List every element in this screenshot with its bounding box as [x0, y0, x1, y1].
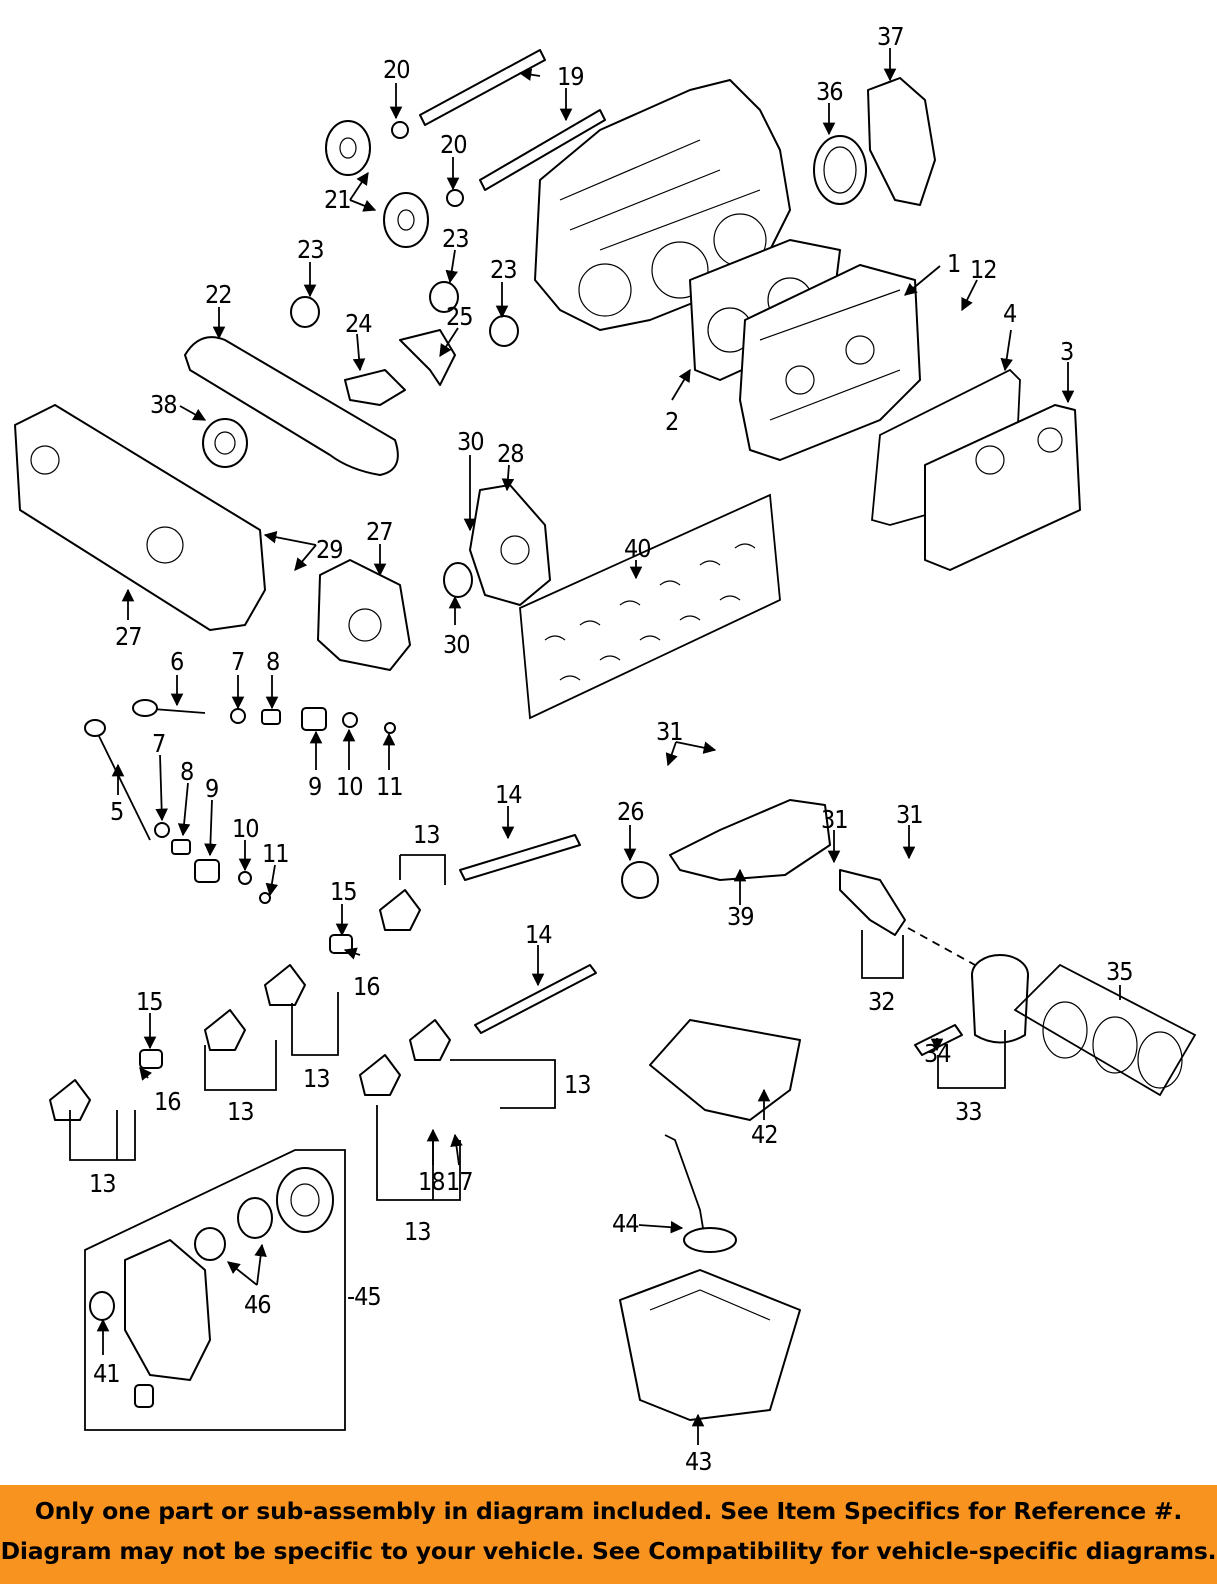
callout-31a: 31 — [656, 717, 683, 746]
cylinder-head — [739, 264, 921, 461]
rocker-arms — [49, 889, 451, 1121]
oil-pickup-44 — [664, 1134, 737, 1253]
callout-13e: 13 — [564, 1070, 591, 1099]
callout-13f: 13 — [404, 1217, 431, 1246]
callout-labels: 1 2 3 4 5 6 7 7 8 8 9 9 10 10 11 11 12 1… — [89, 22, 1134, 1476]
callout-30a: 30 — [457, 427, 484, 456]
callout-24: 24 — [345, 309, 372, 338]
disclaimer-line-1: Only one part or sub-assembly in diagram… — [34, 1497, 1183, 1525]
callout-10a: 10 — [336, 772, 363, 801]
callout-15b: 15 — [136, 987, 163, 1016]
callout-13d: 13 — [89, 1169, 116, 1198]
callout-6: 6 — [170, 647, 183, 676]
callout-2: 2 — [665, 407, 678, 436]
callout-37: 37 — [877, 22, 904, 51]
valve-cover — [924, 404, 1081, 571]
callout-1: 1 — [947, 249, 960, 278]
callout-46: 46 — [244, 1290, 271, 1319]
callout-31c: 31 — [896, 800, 923, 829]
callout-17: 17 — [446, 1167, 473, 1196]
callout-39: 39 — [727, 902, 754, 931]
callout-4: 4 — [1003, 299, 1017, 328]
callout-13c: 13 — [227, 1097, 254, 1126]
callout-19: 19 — [557, 62, 584, 91]
callout-9b: 9 — [205, 774, 218, 803]
callout-43: 43 — [685, 1447, 712, 1476]
callout-16b: 16 — [154, 1087, 181, 1116]
callout-22: 22 — [205, 280, 232, 309]
callout-27b: 27 — [366, 517, 393, 546]
ring-box-35 — [1013, 963, 1197, 1097]
callout-14a: 14 — [495, 780, 522, 809]
callout-40: 40 — [624, 534, 651, 563]
callout-18: 18 — [418, 1167, 445, 1196]
callout-5: 5 — [110, 797, 123, 826]
callout-42: 42 — [751, 1120, 778, 1149]
front-timing-cover — [14, 404, 266, 631]
callout-41: 41 — [93, 1359, 120, 1388]
callout-20b: 20 — [440, 130, 467, 159]
callout-9a: 9 — [308, 772, 321, 801]
crank-sprocket-38 — [202, 418, 248, 468]
callout-23a: 23 — [297, 235, 324, 264]
callout-30b: 30 — [443, 630, 470, 659]
oil-pump-box-45 — [84, 1149, 346, 1431]
callout-15a: 15 — [330, 877, 357, 906]
callout-8b: 8 — [180, 757, 193, 786]
rocker-shafts — [459, 834, 597, 1034]
oil-pan-43 — [619, 1269, 801, 1421]
callout-7a: 7 — [231, 647, 244, 676]
callout-12: 12 — [970, 255, 997, 284]
callout-13b: 13 — [303, 1064, 330, 1093]
bearing-box-40 — [519, 493, 781, 720]
callout-10b: 10 — [232, 814, 259, 843]
callout-31b: 31 — [821, 805, 848, 834]
disclaimer-line-2: Diagram may not be specific to your vehi… — [0, 1537, 1217, 1565]
callout-11a: 11 — [376, 772, 403, 801]
callout-27a: 27 — [115, 622, 142, 651]
piston-33 — [914, 954, 1029, 1056]
idlers — [290, 281, 519, 347]
callout-45: -45 — [347, 1282, 381, 1311]
cover-27-small — [317, 559, 411, 671]
callout-26: 26 — [617, 797, 644, 826]
callout-8a: 8 — [266, 647, 279, 676]
callout-44: 44 — [612, 1209, 639, 1238]
callout-38: 38 — [150, 390, 177, 419]
rear-timing-cover — [867, 77, 936, 206]
callout-34: 34 — [924, 1039, 951, 1068]
callout-21: 21 — [324, 185, 351, 214]
callout-23b: 23 — [442, 224, 469, 253]
callout-3: 3 — [1060, 337, 1073, 366]
parts-diagram: 1 2 3 4 5 6 7 7 8 8 9 9 10 10 11 11 12 1… — [14, 22, 1197, 1476]
callout-36: 36 — [816, 77, 843, 106]
callout-20a: 20 — [383, 55, 410, 84]
crankshaft-39 — [621, 799, 831, 899]
callout-25: 25 — [446, 302, 473, 331]
valve-small-parts — [154, 707, 396, 904]
callout-11b: 11 — [262, 839, 289, 868]
disclaimer-banner: Only one part or sub-assembly in diagram… — [0, 1485, 1217, 1584]
con-rod — [839, 869, 906, 936]
callout-33: 33 — [955, 1097, 982, 1126]
leader-lines — [69, 48, 1121, 1445]
callout-16a: 16 — [353, 972, 380, 1001]
callout-29: 29 — [316, 535, 343, 564]
callout-32: 32 — [868, 987, 895, 1016]
callout-28: 28 — [497, 439, 524, 468]
camshafts — [419, 49, 606, 191]
tensioner — [344, 329, 456, 406]
callout-13a: 13 — [413, 820, 440, 849]
oil-seal-cover — [443, 484, 551, 606]
timing-belt — [184, 336, 399, 476]
callout-35: 35 — [1106, 957, 1133, 986]
callout-7b: 7 — [152, 729, 165, 758]
cam-sprockets — [325, 120, 464, 248]
valves — [84, 699, 206, 841]
callout-14b: 14 — [525, 920, 552, 949]
callout-23c: 23 — [490, 255, 517, 284]
crank-seal-36 — [813, 135, 867, 205]
baffle-42 — [649, 1019, 801, 1121]
